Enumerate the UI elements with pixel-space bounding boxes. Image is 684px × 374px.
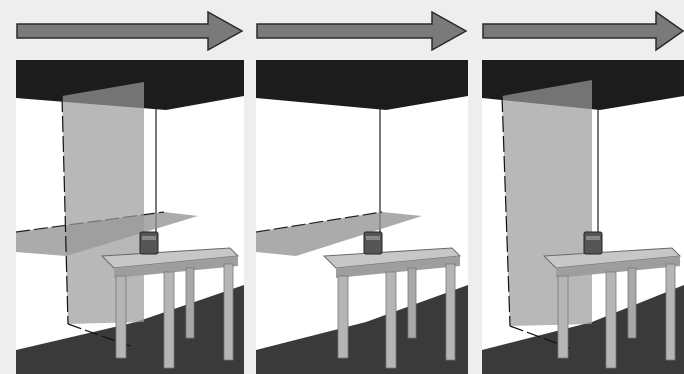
step-arrow-2 bbox=[256, 10, 468, 52]
cup-object bbox=[364, 232, 382, 254]
room-scene-image bbox=[482, 60, 684, 374]
scene-panel-1 bbox=[16, 60, 244, 374]
step-arrow-3 bbox=[482, 10, 684, 52]
right-arrow-icon bbox=[16, 10, 244, 52]
cup-object bbox=[584, 232, 602, 254]
cup-object bbox=[140, 232, 158, 254]
vertical-plane bbox=[62, 82, 144, 324]
step-arrow-1 bbox=[16, 10, 244, 52]
room-scene-image bbox=[256, 60, 468, 374]
room-scene-image bbox=[16, 60, 244, 374]
scene-panel-3 bbox=[482, 60, 684, 374]
vertical-plane bbox=[502, 80, 592, 326]
right-arrow-icon bbox=[482, 10, 684, 52]
scene-panel-2 bbox=[256, 60, 468, 374]
right-arrow-icon bbox=[256, 10, 468, 52]
